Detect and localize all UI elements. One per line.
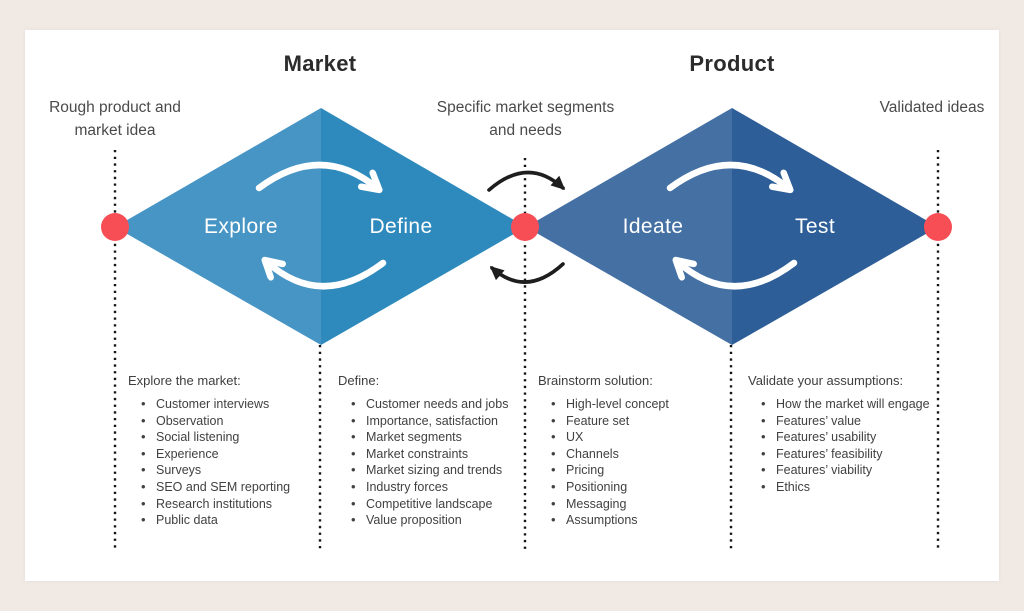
list-item: How the market will engage (761, 396, 963, 413)
list-item: Experience (141, 446, 324, 463)
list-item: Public data (141, 512, 324, 529)
product-cycle-bottom-arrow-icon (678, 262, 798, 290)
list-item: Value proposition (351, 512, 534, 529)
list-item: Positioning (551, 479, 734, 496)
list-item: Market segments (351, 429, 534, 446)
column-define: Define: Customer needs and jobsImportanc… (338, 373, 534, 529)
list-item: High-level concept (551, 396, 734, 413)
stage-label-explore: Explore (203, 215, 279, 238)
column-list: How the market will engageFeatures’ valu… (748, 396, 963, 496)
milestone-label-start: Rough product and market idea (49, 99, 181, 140)
product-cycle-top-arrow-icon (666, 161, 788, 188)
milestone-label-middle: Specific market segments and needs (436, 99, 615, 140)
center-feedback-top-arrow-icon (487, 170, 566, 192)
list-item: Feature set (551, 413, 734, 430)
column-heading: Brainstorm solution: (538, 373, 653, 388)
list-item: Pricing (551, 462, 734, 479)
list-item: Industry forces (351, 479, 534, 496)
list-item: Channels (551, 446, 734, 463)
market-cycle-top-arrow-icon (255, 161, 377, 188)
list-item: UX (551, 429, 734, 446)
center-feedback-bottom-arrow-icon (489, 262, 565, 284)
milestone-dot-end (924, 213, 952, 241)
double-diamond-diagram (101, 108, 952, 552)
diagram-canvas: Market Product Rough product and market … (25, 30, 999, 581)
list-item: Importance, satisfaction (351, 413, 534, 430)
stage-label-define: Define (369, 215, 433, 238)
market-cycle-arrows-icon (255, 161, 387, 290)
market-diamond-explore-half (115, 108, 321, 345)
list-item: SEO and SEM reporting (141, 479, 324, 496)
column-explore-the-market: Explore the market: Customer interviewsO… (128, 373, 324, 529)
list-item: Assumptions (551, 512, 734, 529)
phase-title-market: Market (283, 51, 357, 76)
column-validate-assumptions: Validate your assumptions: How the marke… (748, 373, 963, 496)
list-item: Customer needs and jobs (351, 396, 534, 413)
market-diamond-define-half (321, 108, 526, 345)
column-list: Customer needs and jobsImportance, satis… (338, 396, 534, 529)
market-cycle-bottom-arrow-icon (267, 262, 387, 290)
list-item: Messaging (551, 496, 734, 513)
milestone-dot-middle (511, 213, 539, 241)
column-list: High-level conceptFeature setUXChannelsP… (538, 396, 734, 529)
column-list: Customer interviewsObservationSocial lis… (128, 396, 324, 529)
stage-label-test: Test (794, 215, 836, 238)
column-heading: Define: (338, 373, 380, 388)
list-item: Market sizing and trends (351, 462, 534, 479)
center-feedback-arrows-icon (487, 170, 566, 284)
list-item: Customer interviews (141, 396, 324, 413)
column-heading: Explore the market: (128, 373, 241, 388)
phase-title-product: Product (689, 51, 775, 76)
list-item: Research institutions (141, 496, 324, 513)
milestone-dot-start (101, 213, 129, 241)
list-item: Competitive landscape (351, 496, 534, 513)
product-diamond-ideate-half (526, 108, 732, 345)
list-item: Market constraints (351, 446, 534, 463)
list-item: Features’ usability (761, 429, 963, 446)
list-item: Surveys (141, 462, 324, 479)
column-heading: Validate your assumptions: (748, 373, 904, 388)
product-diamond-test-half (732, 108, 938, 345)
list-item: Features’ value (761, 413, 963, 430)
list-item: Features’ feasibility (761, 446, 963, 463)
column-brainstorm-solution: Brainstorm solution: High-level conceptF… (538, 373, 734, 529)
product-cycle-arrows-icon (666, 161, 798, 290)
list-item: Features’ viability (761, 462, 963, 479)
milestone-label-end: Validated ideas (879, 99, 985, 116)
list-item: Ethics (761, 479, 963, 496)
list-item: Observation (141, 413, 324, 430)
list-item: Social listening (141, 429, 324, 446)
stage-label-ideate: Ideate (622, 215, 684, 238)
